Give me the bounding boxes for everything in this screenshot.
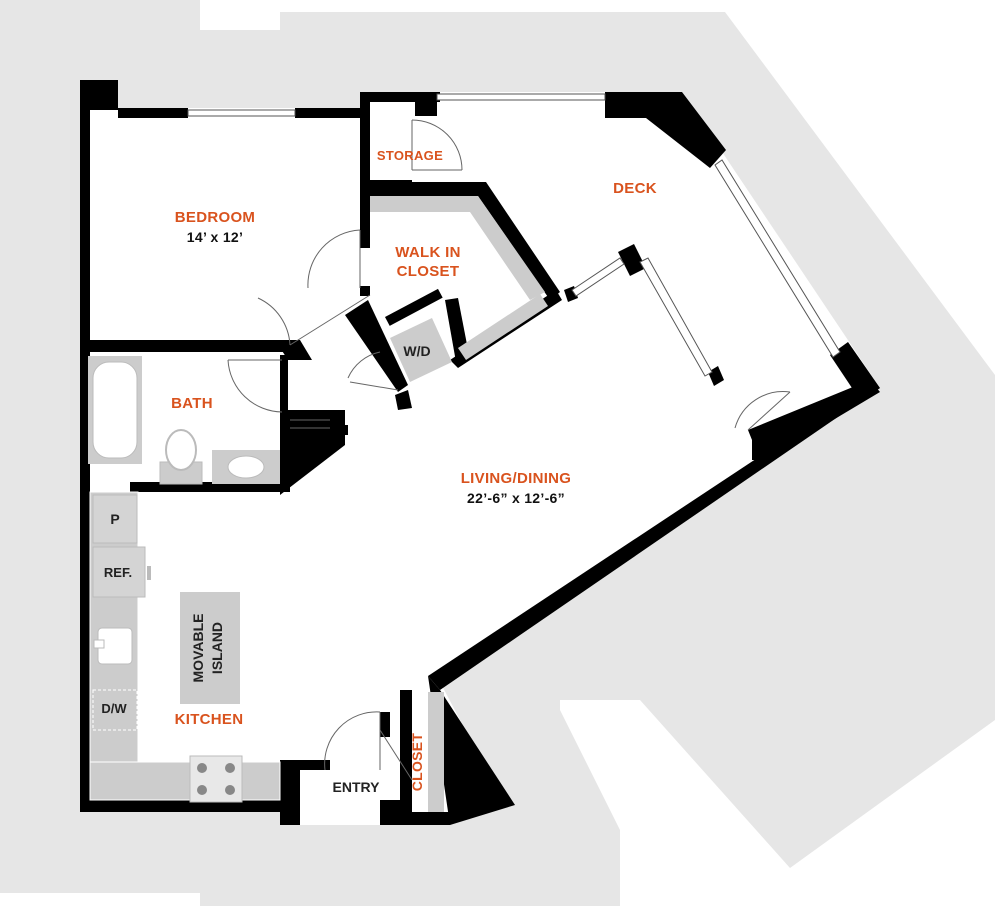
pantry bbox=[92, 494, 138, 544]
living-dining-size: 22’-6” x 12’-6” bbox=[467, 490, 565, 506]
refrigerator-label: REF. bbox=[104, 565, 132, 580]
unit-floor bbox=[80, 80, 880, 825]
bedroom-label: BEDROOM bbox=[175, 209, 255, 226]
toilet-bowl bbox=[165, 429, 197, 471]
burner-icon bbox=[197, 785, 207, 795]
dishwasher-label: D/W bbox=[101, 701, 127, 716]
kitchen-label: KITCHEN bbox=[175, 711, 244, 728]
walls bbox=[80, 80, 880, 825]
fridge-handle bbox=[147, 566, 151, 580]
bedroom-size: 14’ x 12’ bbox=[187, 229, 243, 245]
refrigerator bbox=[92, 546, 146, 598]
island-label-line2: ISLAND bbox=[209, 622, 225, 674]
sink-faucet bbox=[93, 639, 105, 649]
living-dining-label: LIVING/DINING bbox=[461, 470, 572, 487]
burner-icon bbox=[225, 763, 235, 773]
entry-label: ENTRY bbox=[333, 779, 381, 795]
movable-island bbox=[180, 592, 240, 704]
vanity-sink bbox=[227, 455, 265, 479]
dishwasher bbox=[92, 689, 138, 731]
walk-in-closet-label-line1: WALK IN bbox=[395, 244, 460, 261]
washer-dryer-label: W/D bbox=[403, 343, 430, 359]
closet-shelving bbox=[370, 196, 548, 812]
windows bbox=[187, 93, 841, 377]
cooktop bbox=[189, 755, 243, 803]
pantry-label: P bbox=[110, 511, 119, 527]
island-label-line1: MOVABLE bbox=[190, 614, 206, 683]
burner-icon bbox=[197, 763, 207, 773]
walk-in-closet-label-line2: CLOSET bbox=[397, 263, 460, 280]
door-swings bbox=[227, 119, 791, 781]
washer-dryer bbox=[390, 318, 452, 382]
deck-label: DECK bbox=[613, 180, 657, 197]
bath-label: BATH bbox=[171, 395, 213, 412]
burner-icon bbox=[225, 785, 235, 795]
bathtub-basin bbox=[92, 361, 138, 459]
storage-label: STORAGE bbox=[377, 148, 443, 163]
closet-label: CLOSET bbox=[409, 733, 425, 792]
